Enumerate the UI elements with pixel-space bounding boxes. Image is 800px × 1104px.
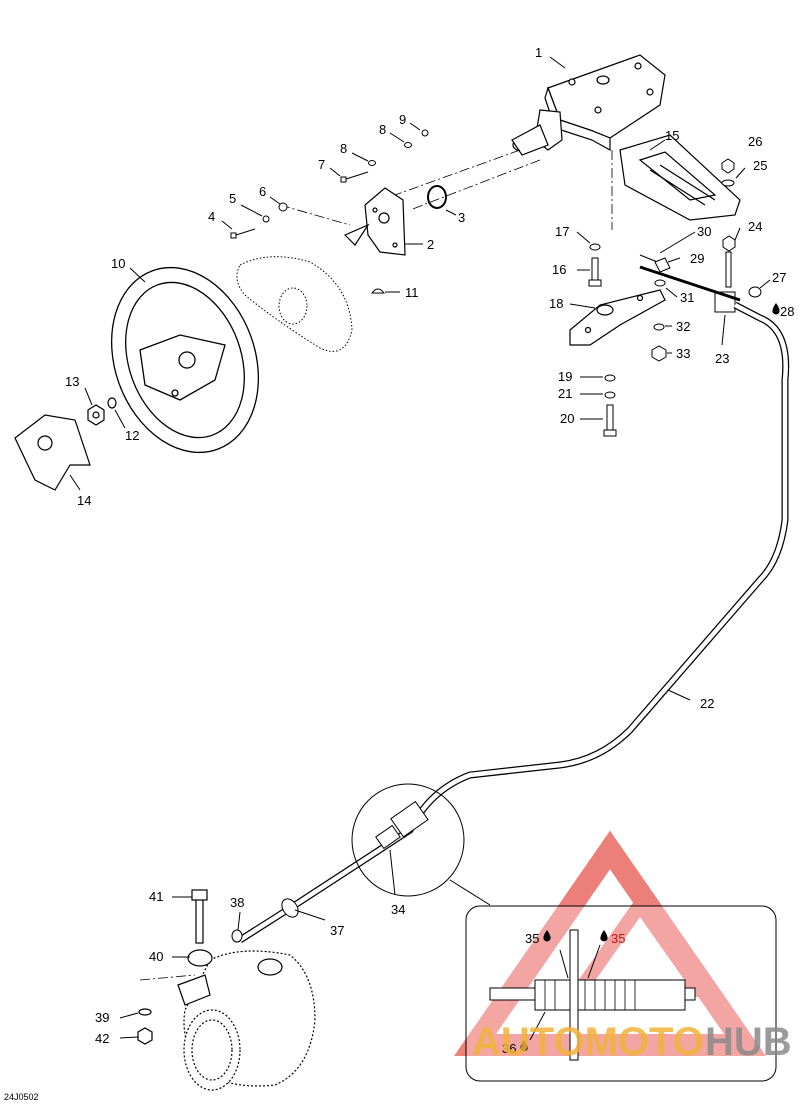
callout-14: 14 [77,493,91,508]
callout-37: 37 [330,923,344,938]
callout-26: 26 [748,134,762,149]
callout-7: 7 [318,157,325,172]
callouts: 1 2 3 4 5 6 7 8 8 9 10 11 12 13 14 15 17… [65,45,794,1056]
detail-inset [465,905,777,1082]
callout-25: 25 [753,158,767,173]
small-hardware [230,129,429,294]
callout-2: 2 [427,237,434,252]
callout-21: 21 [558,386,572,401]
callout-12: 12 [125,428,139,443]
callout-32: 32 [676,319,690,334]
right-hardware [588,158,762,437]
callout-8b: 8 [379,122,386,137]
jet-pump-nozzle [137,889,316,1091]
drop-icon [772,303,780,315]
callout-28: 28 [780,304,794,319]
lubricant-drop-icons [520,303,780,1052]
callout-5: 5 [229,191,236,206]
watermark-text-auto: AUTOMOTO [472,1020,704,1064]
callout-33: 33 [676,346,690,361]
wheel-cap [14,414,91,491]
callout-8: 8 [340,141,347,156]
callout-1: 1 [535,45,542,60]
callout-6: 6 [259,184,266,199]
steering-helm-housing [511,54,666,156]
wheel-nut-washer [87,397,117,426]
callout-3: 3 [458,210,465,225]
callout-36: 36 [502,1041,516,1056]
callout-24: 24 [748,219,762,234]
callout-20: 20 [560,411,574,426]
lower-bracket [569,289,666,346]
callout-23: 23 [715,351,729,366]
callout-17: 17 [555,224,569,239]
callout-38: 38 [230,895,244,910]
steering-cable [238,265,790,943]
diagram-code: 24J0502 [4,1092,39,1102]
callout-9: 9 [399,112,406,127]
steering-cover-dotted [236,256,353,352]
callout-35a: 35 [525,931,539,946]
leader-lines [69,56,771,1039]
spacer-ring [427,185,447,209]
detail-leader [449,879,491,906]
callout-34: 34 [391,902,405,917]
drop-icon [600,930,608,942]
callout-10: 10 [111,256,125,271]
callout-41: 41 [149,889,163,904]
callout-31: 31 [680,290,694,305]
helm-bracket [619,134,741,221]
assembly-lines [139,149,613,981]
callout-15: 15 [665,128,679,143]
callout-4: 4 [208,209,215,224]
callout-13: 13 [65,374,79,389]
callout-22: 22 [700,696,714,711]
watermark-text-hub: HUB [705,1020,792,1064]
drop-icon [520,1040,528,1052]
mounting-plate [343,187,406,256]
callout-18: 18 [549,296,563,311]
callout-11: 11 [405,285,419,300]
callout-39: 39 [95,1010,109,1025]
callout-19: 19 [558,369,572,384]
callout-42: 42 [95,1031,109,1046]
callout-29: 29 [690,251,704,266]
callout-27: 27 [772,270,786,285]
callout-30: 30 [697,224,711,239]
cable-end-fitting [231,783,465,943]
steering-wheel [110,266,260,454]
callout-35b: 35 [611,931,625,946]
callout-40: 40 [149,949,163,964]
drop-icon [543,930,551,942]
callout-16: 16 [552,262,566,277]
